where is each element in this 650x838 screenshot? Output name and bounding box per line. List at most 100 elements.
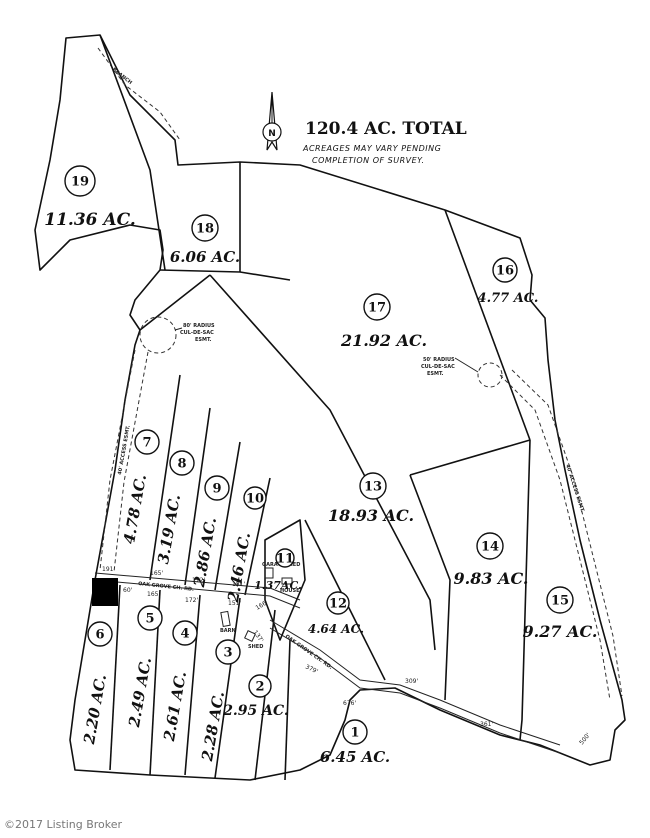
dim: 500'	[578, 731, 592, 746]
lot-18-acreage: 6.06 AC.	[170, 248, 240, 266]
lot-3-acreage: 2.28 AC.	[198, 690, 228, 763]
lot-12-number: 12	[329, 597, 347, 612]
culdesac-right-label: 50' RADIUS	[423, 357, 455, 363]
road-edge	[269, 627, 561, 754]
dim: 165'	[147, 591, 160, 598]
copyright-notice: ©2017 Listing Broker	[4, 818, 123, 831]
dim: 137'	[251, 629, 264, 644]
lot-14-number: 14	[481, 540, 499, 555]
lot-line	[209, 274, 436, 651]
dim: 361'	[480, 721, 493, 728]
lot-line	[99, 34, 166, 271]
lot-7-number: 7	[142, 436, 151, 451]
structure-label: SHED	[248, 644, 263, 650]
lot-3-number: 3	[223, 646, 232, 661]
lot-11-acreage: 1.37AC.	[254, 579, 302, 592]
lot-17-acreage: 21.92 AC.	[340, 331, 427, 350]
north-letter: N	[268, 129, 276, 139]
dim: 151'	[232, 581, 245, 588]
lot-1-number: 1	[350, 726, 359, 741]
lot-10-number: 10	[246, 492, 264, 507]
lot-18-marker	[191, 214, 219, 242]
road-edge	[269, 619, 561, 746]
lot-10-acreage: 2.46 AC.	[224, 531, 254, 604]
lot-line	[184, 594, 201, 776]
lot-5-acreage: 2.49 AC.	[125, 656, 155, 729]
structure-label: GARAGE	[262, 562, 286, 568]
lot-9-acreage: 2.86 AC.	[190, 516, 220, 589]
lot-8-acreage: 3.19 AC.	[154, 493, 184, 565]
lot-19-number: 19	[71, 175, 89, 190]
lot-4-marker	[172, 620, 198, 646]
lot-6-marker	[87, 621, 113, 647]
lot-line	[264, 519, 306, 641]
structure-label: SHED	[285, 562, 300, 568]
lot-15-acreage: 9.27 AC.	[523, 622, 598, 641]
black-box	[92, 578, 118, 606]
dim: 165'	[150, 570, 163, 577]
culdesac-leader	[454, 357, 479, 373]
dim: 309'	[405, 678, 418, 685]
total-acreage: 120.4 AC. TOTAL	[305, 119, 467, 139]
lot-6-number: 6	[95, 628, 104, 643]
lot-line	[409, 474, 451, 701]
lot-19-marker	[64, 165, 96, 197]
lot-16-number: 16	[496, 264, 514, 279]
lot-2-marker	[248, 674, 272, 698]
culdesac-left-label: CUL-DE-SAC	[180, 330, 214, 336]
lot-16-acreage: 4.77 AC.	[478, 291, 539, 306]
lot-7-acreage: 4.78 AC.	[120, 473, 150, 545]
culdesac-leader	[174, 327, 183, 331]
lot-1-acreage: 6.45 AC.	[320, 748, 390, 766]
lot-line	[214, 597, 241, 779]
branch-label: BRANCH	[111, 67, 133, 86]
lot-line	[409, 439, 531, 476]
acreage-note-1: ACREAGES MAY VARY PENDING	[302, 144, 441, 153]
dim: 60'	[123, 587, 133, 594]
lot-1-marker	[342, 719, 368, 745]
lot-6-acreage: 2.20 AC.	[80, 673, 110, 746]
acreage-note-2: COMPLETION OF SURVEY.	[312, 156, 425, 165]
access-easement-right	[511, 369, 623, 697]
lot-14-marker	[476, 532, 504, 560]
lot-13-acreage: 18.93 AC.	[328, 506, 414, 525]
lot-line	[304, 519, 386, 681]
road-label-upper: OAK GROVE CH. RD.	[138, 581, 195, 593]
lot-line	[214, 441, 241, 591]
dim: 172'	[192, 577, 205, 584]
dim: 379'	[304, 663, 319, 675]
lot-4-number: 4	[180, 627, 189, 642]
lot-2-number: 2	[255, 680, 264, 695]
lot-9-marker	[204, 475, 230, 501]
lot-7-marker	[134, 429, 160, 455]
lot-2-acreage: 2.95 AC.	[222, 703, 289, 719]
lot-18-number: 18	[196, 222, 214, 237]
lot-16-marker	[492, 257, 518, 283]
lot-8-marker	[169, 450, 195, 476]
lot-11-marker	[275, 548, 295, 568]
structure-label: HOUSE	[280, 588, 300, 594]
lot-12-acreage: 4.64 AC.	[308, 622, 364, 636]
lot-9-number: 9	[212, 482, 221, 497]
dim: 151'	[228, 600, 241, 607]
structure-shed	[244, 630, 256, 642]
road-edge	[94, 579, 301, 609]
lot-3-marker	[215, 639, 241, 665]
culdesac-right-label: CUL-DE-SAC	[421, 364, 455, 370]
lot-5-marker	[137, 605, 163, 631]
lot-line	[149, 374, 181, 581]
lot-4-acreage: 2.61 AC.	[160, 670, 190, 743]
culdesac-right	[477, 362, 503, 388]
structure-label: BARN	[220, 628, 236, 634]
culdesac-left	[139, 316, 177, 354]
structure-house	[281, 577, 293, 585]
dim: 172'	[185, 597, 198, 604]
road-edge	[94, 572, 301, 601]
lot-line	[184, 407, 211, 586]
lot-line	[139, 274, 211, 331]
culdesac-left-label: ESMT.	[195, 337, 212, 343]
access-easement-left	[99, 349, 136, 571]
lot-17-number: 17	[368, 301, 386, 316]
